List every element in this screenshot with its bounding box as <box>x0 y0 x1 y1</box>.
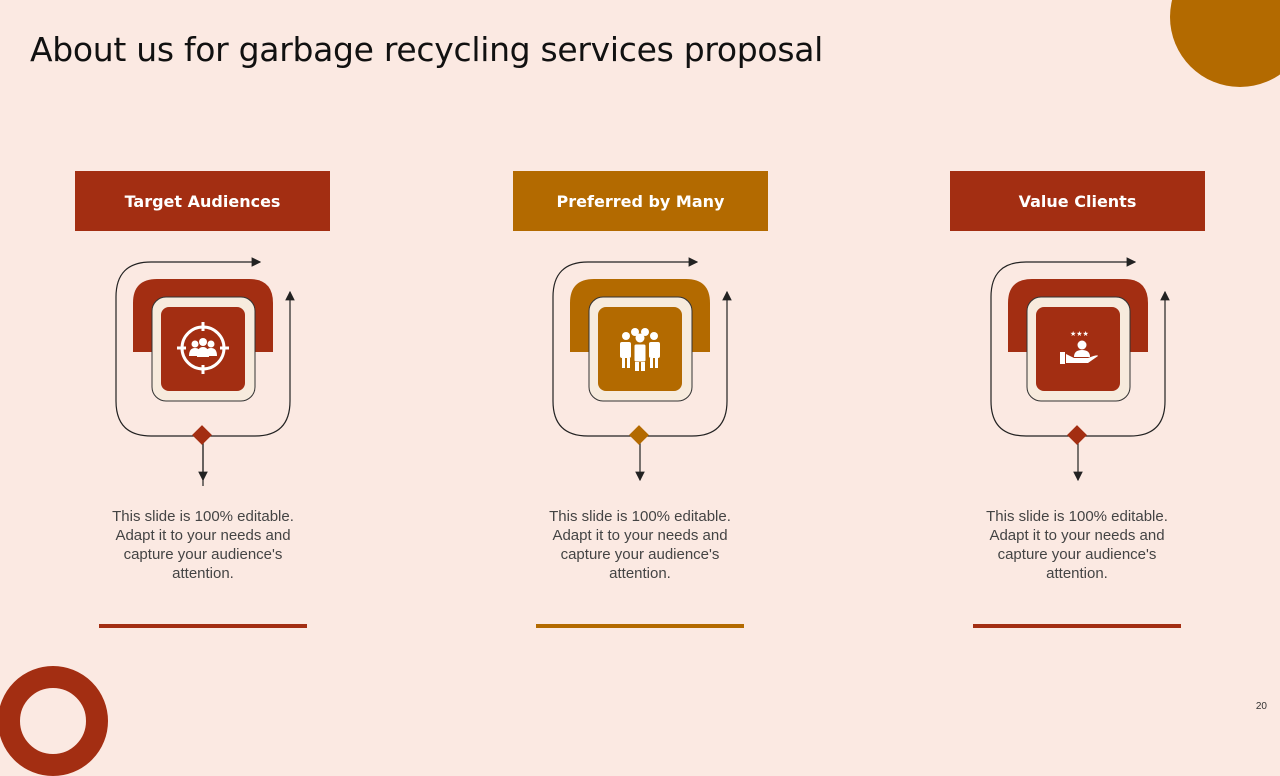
description-target-audiences: This slide is 100% editable. Adapt it to… <box>112 508 294 582</box>
heading-label: Value Clients <box>1018 191 1137 211</box>
description-preferred-by-many: This slide is 100% editable. Adapt it to… <box>549 508 731 582</box>
valued-client-icon: ★★★ <box>1060 330 1098 364</box>
heading-box-target-audiences: Target Audiences <box>75 171 330 231</box>
decorative-circle-top-right <box>1170 0 1280 87</box>
group-people-icon <box>620 328 660 371</box>
heading-label: Preferred by Many <box>556 191 725 211</box>
heading-box-value-clients: Value Clients <box>950 171 1205 231</box>
icon-frame-target-audiences <box>115 257 295 486</box>
heading-box-preferred-by-many: Preferred by Many <box>513 171 768 231</box>
page-number: 20 <box>1255 701 1267 712</box>
heading-label: Target Audiences <box>124 191 281 211</box>
description-value-clients: This slide is 100% editable. Adapt it to… <box>986 508 1168 582</box>
underline-bar <box>99 624 307 628</box>
decorative-ring-bottom-left <box>0 666 108 776</box>
icon-frame-value-clients: ★★★ <box>990 257 1170 482</box>
underline-bar <box>536 624 744 628</box>
svg-text:★★★: ★★★ <box>1070 330 1089 338</box>
icon-frame-preferred-by-many <box>552 257 732 482</box>
target-audience-icon <box>177 322 229 374</box>
slide-title: About us for garbage recycling services … <box>30 30 824 69</box>
underline-bar <box>973 624 1181 628</box>
